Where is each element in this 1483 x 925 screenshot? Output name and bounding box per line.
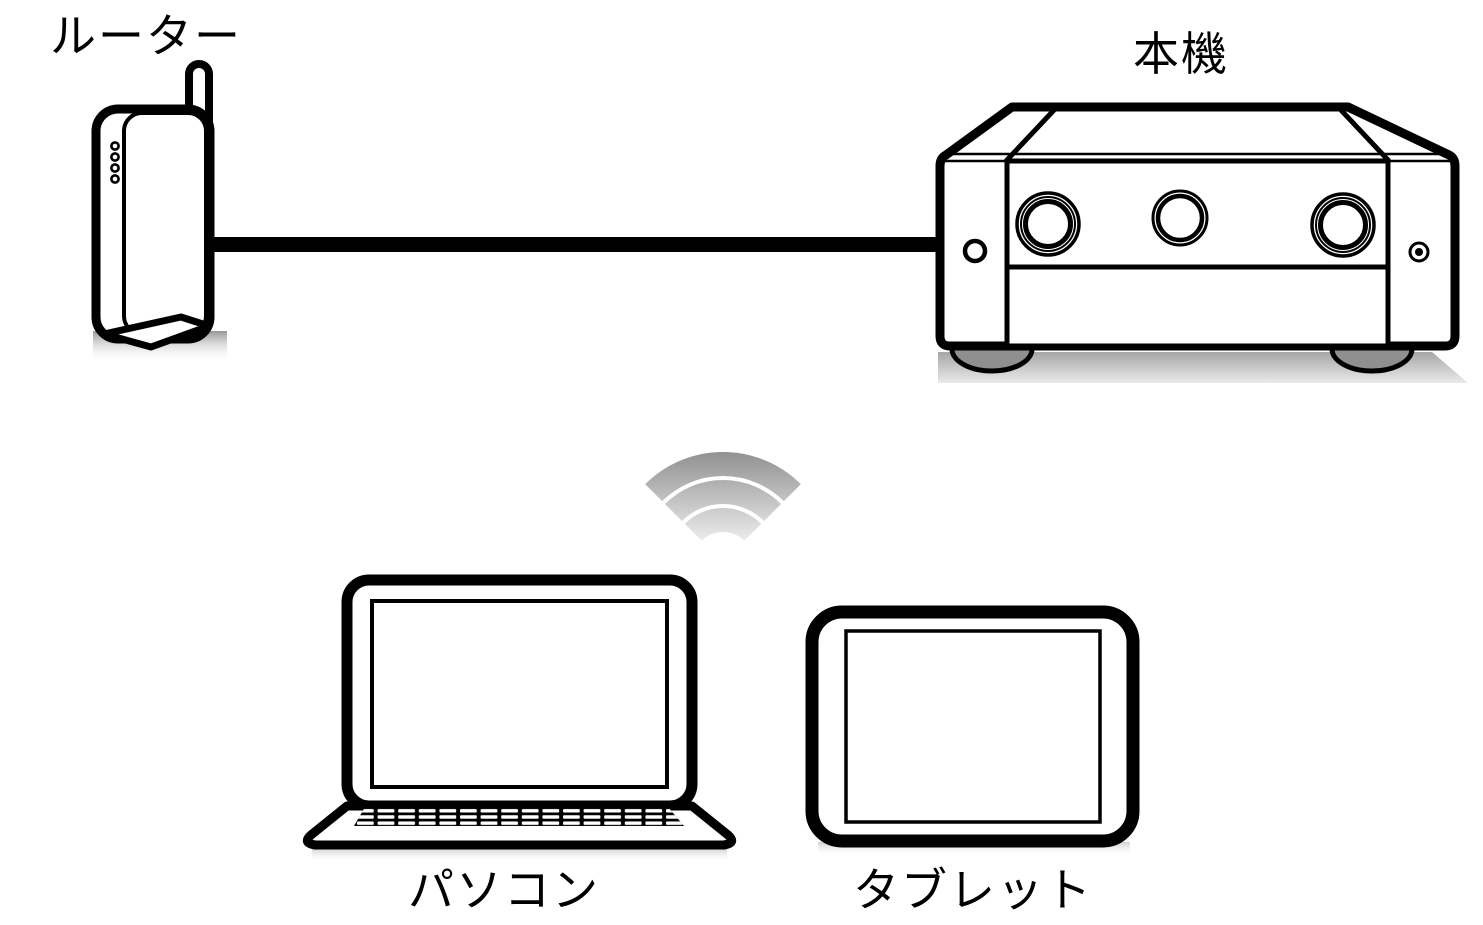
pc-label: パソコン	[408, 864, 600, 916]
receiver-front-panel	[1004, 158, 1391, 349]
router-label: ルーター	[50, 10, 242, 62]
laptop-screen	[370, 599, 669, 789]
wifi-arc-middle	[665, 480, 781, 522]
wifi-arc-outer	[645, 452, 801, 502]
laptop-illustration	[302, 574, 737, 862]
receiver-indicator	[1408, 241, 1430, 263]
receiver-knob-left	[1015, 191, 1081, 257]
wifi-icon	[645, 452, 801, 542]
ethernet-cable	[205, 237, 941, 252]
router-led-lights	[110, 141, 120, 184]
receiver-illustration	[935, 102, 1468, 383]
tablet-label: タブレット	[853, 864, 1093, 916]
tablet-screen	[844, 629, 1102, 824]
router-stand	[100, 313, 213, 351]
wifi-arc-inner	[684, 508, 762, 542]
receiver-knob-right	[1310, 192, 1376, 258]
receiver-top-face-edges	[1005, 107, 1390, 162]
receiver-label: 本機	[1133, 28, 1229, 80]
router-illustration	[91, 60, 227, 363]
laptop-keyboard	[354, 807, 684, 826]
laptop-shadow	[312, 847, 727, 862]
tablet-illustration	[805, 605, 1140, 856]
receiver-knob-center	[1151, 189, 1209, 247]
receiver-power-button	[962, 238, 988, 264]
